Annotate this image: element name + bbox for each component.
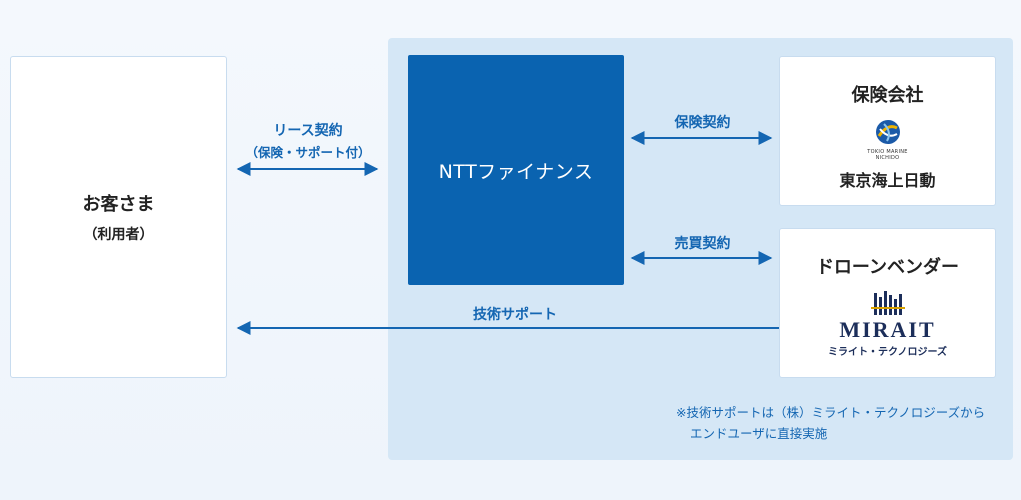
- lease-sublabel: （保険・サポート付）: [245, 145, 371, 160]
- insurance-company-name: 東京海上日動: [839, 171, 936, 190]
- insurance-heading: 保険会社: [851, 85, 924, 106]
- customer-subtitle: （利用者）: [83, 227, 154, 243]
- lease-label: リース契約: [273, 123, 343, 139]
- ntt-finance-label: NTTファイナンス: [438, 160, 594, 183]
- footnote-line2: エンドユーザに直接実施: [690, 426, 828, 441]
- customer-box: お客さま （利用者）: [10, 56, 227, 378]
- insurance-contract-label: 保険契約: [674, 115, 731, 131]
- insurance-company-box: 保険会社 TOKIO MARINE NICHIDO 東京海上日動: [779, 56, 996, 206]
- tech-support-label: 技術サポート: [473, 307, 557, 323]
- footnote-line1: ※技術サポートは（株）ミライト・テクノロジーズから: [676, 405, 986, 420]
- ntt-finance-box: NTTファイナンス: [408, 55, 624, 285]
- footnote: ※技術サポートは（株）ミライト・テクノロジーズから エンドユーザに直接実施: [676, 402, 985, 444]
- mirait-logo: MIRAIT ミライト・テクノロジーズ: [828, 291, 948, 358]
- sales-contract-label: 売買契約: [674, 236, 731, 252]
- tokio-marine-logo-text2: NICHIDO: [875, 155, 900, 161]
- tokio-marine-logo-text1: TOKIO MARINE: [867, 149, 908, 155]
- vendor-heading: ドローンベンダー: [815, 257, 960, 278]
- tokio-marine-emblem-icon: [875, 120, 900, 144]
- drone-vendor-box: ドローンベンダー MIRAIT ミライト・テクノロジーズ: [779, 228, 996, 378]
- tokio-marine-logo: TOKIO MARINE NICHIDO: [848, 119, 928, 161]
- mirait-emblem-icon: [870, 291, 905, 315]
- mirait-logo-word: MIRAIT: [839, 317, 936, 342]
- customer-title: お客さま: [82, 194, 155, 215]
- mirait-logo-sub: ミライト・テクノロジーズ: [828, 347, 947, 358]
